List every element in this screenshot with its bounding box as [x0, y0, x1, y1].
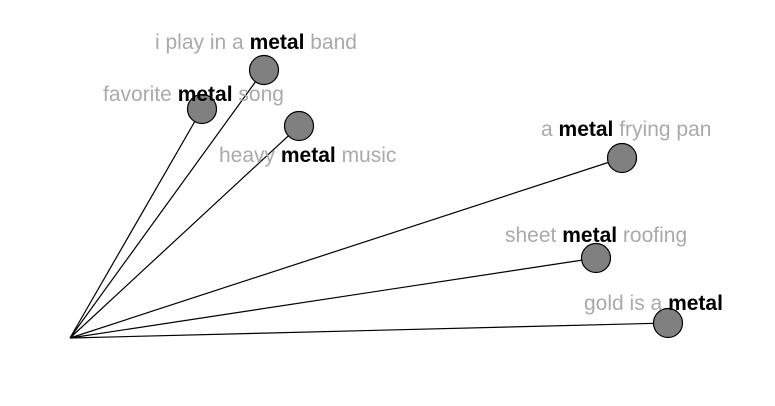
- node-music: [283, 110, 315, 142]
- label-gold: gold is a metal: [584, 292, 723, 315]
- node-roofing: [580, 242, 612, 274]
- ray-pan: [69, 157, 623, 339]
- label-roofing-pre: sheet: [505, 224, 562, 247]
- label-song-post: song: [233, 83, 284, 106]
- label-pan-post: frying pan: [613, 118, 711, 141]
- ray-music: [69, 125, 300, 339]
- node-gold: [652, 307, 684, 339]
- label-roofing-keyword: metal: [562, 224, 617, 247]
- label-band: i play in a metal band: [155, 31, 357, 54]
- label-music-post: music: [336, 144, 397, 167]
- label-pan-keyword: metal: [559, 118, 614, 141]
- label-pan: a metal frying pan: [541, 118, 711, 141]
- label-music: heavy metal music: [219, 144, 396, 167]
- node-song: [186, 93, 218, 125]
- label-gold-keyword: metal: [668, 292, 723, 315]
- label-music-pre: heavy: [219, 144, 281, 167]
- node-band: [248, 54, 280, 86]
- label-music-keyword: metal: [281, 144, 336, 167]
- label-roofing-post: roofing: [617, 224, 687, 247]
- ray-song: [69, 108, 203, 339]
- ray-group: [69, 69, 669, 339]
- label-roofing: sheet metal roofing: [505, 224, 687, 247]
- ray-gold: [69, 322, 669, 339]
- label-song: favorite metal song: [103, 83, 284, 106]
- node-group: [186, 54, 684, 339]
- ray-roofing: [69, 257, 597, 339]
- ray-band: [69, 69, 265, 339]
- label-song-keyword: metal: [178, 83, 233, 106]
- label-song-pre: favorite: [103, 83, 178, 106]
- label-pan-pre: a: [541, 118, 559, 141]
- label-band-keyword: metal: [250, 31, 305, 54]
- label-band-pre: i play in a: [155, 31, 250, 54]
- label-gold-pre: gold is a: [584, 292, 668, 315]
- label-band-post: band: [304, 31, 357, 54]
- label-group: i play in a metal band favorite metal so…: [103, 31, 723, 315]
- node-pan: [606, 142, 638, 174]
